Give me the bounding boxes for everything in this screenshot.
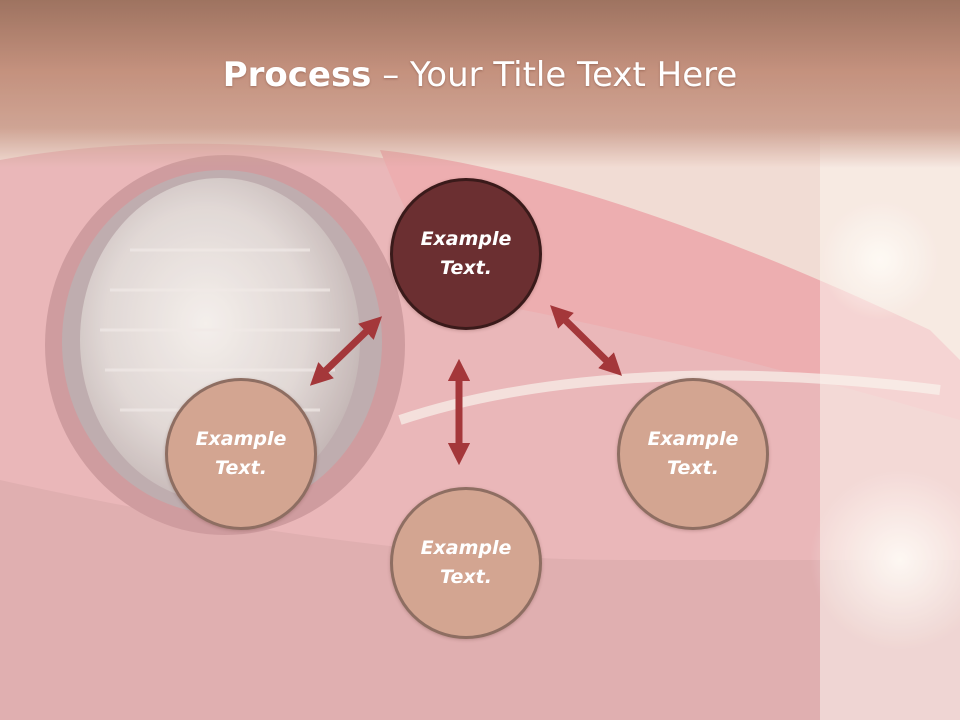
- center-node-label: Example Text.: [420, 228, 512, 279]
- left-node[interactable]: Example Text.: [165, 378, 317, 530]
- title-rest: – Your Title Text Here: [371, 55, 738, 95]
- left-node-label: Example Text.: [195, 428, 287, 479]
- center-node[interactable]: Example Text.: [390, 178, 542, 330]
- right-node-label: Example Text.: [647, 428, 739, 479]
- bottom-node-label: Example Text.: [420, 537, 512, 588]
- slide-title: Process – Your Title Text Here: [0, 52, 960, 98]
- title-bold: Process: [222, 55, 372, 95]
- right-node[interactable]: Example Text.: [617, 378, 769, 530]
- bottom-node[interactable]: Example Text.: [390, 487, 542, 639]
